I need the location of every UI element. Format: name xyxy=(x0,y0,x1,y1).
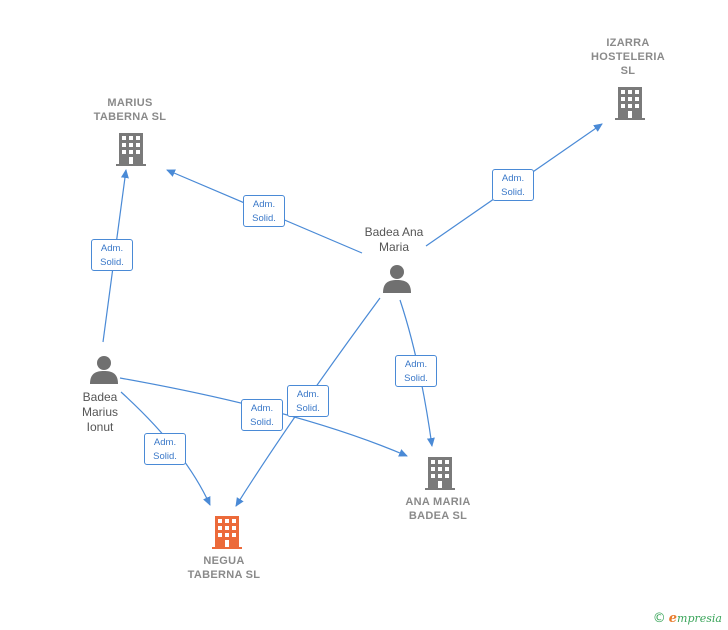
building-icon[interactable] xyxy=(615,87,645,120)
edge-label[interactable]: Adm. Solid. xyxy=(287,385,329,417)
person-label-badea-marius[interactable]: Badea Marius Ionut xyxy=(60,390,140,435)
edge-label[interactable]: Adm. Solid. xyxy=(241,399,283,431)
edge-label-line: Solid. xyxy=(250,417,274,428)
edge-label-line: Adm. xyxy=(100,243,124,254)
label-line: HOSTELERIA xyxy=(591,51,665,63)
company-label-negua[interactable]: NEGUA TABERNA SL xyxy=(174,554,274,582)
edge-label-line: Adm. xyxy=(250,403,274,414)
label-line: Badea xyxy=(82,390,118,404)
label-line: Marius xyxy=(81,405,118,419)
edge-label-line: Solid. xyxy=(252,213,276,224)
edge-label[interactable]: Adm. Solid. xyxy=(395,355,437,387)
label-line: IZARRA xyxy=(606,37,650,49)
edge-label-line: Adm. xyxy=(501,173,525,184)
edge-label-line: Adm. xyxy=(404,359,428,370)
building-icon[interactable] xyxy=(116,133,146,166)
label-line: Badea Ana xyxy=(364,225,424,239)
brand-name: mpresia xyxy=(677,612,722,625)
person-label-badea-ana[interactable]: Badea Ana Maria xyxy=(344,225,444,255)
label-line: BADEA SL xyxy=(408,510,468,522)
label-line: ANA MARIA xyxy=(405,496,471,508)
footer-brand: ©empresia xyxy=(653,611,722,626)
label-line: MARIUS xyxy=(107,97,153,109)
building-icon[interactable] xyxy=(425,457,455,490)
edge-label-line: Solid. xyxy=(153,451,177,462)
edge-label-line: Solid. xyxy=(296,403,320,414)
edge-label[interactable]: Adm. Solid. xyxy=(243,195,285,227)
edge-label[interactable]: Adm. Solid. xyxy=(492,169,534,201)
label-line: TABERNA SL xyxy=(187,569,261,581)
brand-initial: e xyxy=(668,611,678,626)
edge-label-line: Adm. xyxy=(153,437,177,448)
building-icon[interactable] xyxy=(212,516,242,549)
edge-label-line: Solid. xyxy=(404,373,428,384)
label-line: Ionut xyxy=(86,420,114,434)
company-label-izarra[interactable]: IZARRA HOSTELERIA SL xyxy=(578,36,678,78)
edge-label-line: Solid. xyxy=(501,187,525,198)
label-line: Maria xyxy=(378,240,409,254)
company-label-ana-maria-badea[interactable]: ANA MARIA BADEA SL xyxy=(388,495,488,523)
label-line: TABERNA SL xyxy=(93,111,167,123)
company-label-marius-taberna[interactable]: MARIUS TABERNA SL xyxy=(80,96,180,124)
label-line: SL xyxy=(620,65,636,77)
edge-label-line: Adm. xyxy=(252,199,276,210)
person-icon[interactable] xyxy=(383,265,411,293)
edge-label-line: Adm. xyxy=(296,389,320,400)
edge-label-line: Solid. xyxy=(100,257,124,268)
copyright-icon: © xyxy=(652,611,666,626)
person-icon[interactable] xyxy=(90,356,118,384)
label-line: NEGUA xyxy=(203,555,245,567)
edge-label[interactable]: Adm. Solid. xyxy=(144,433,186,465)
edge-label[interactable]: Adm. Solid. xyxy=(91,239,133,271)
